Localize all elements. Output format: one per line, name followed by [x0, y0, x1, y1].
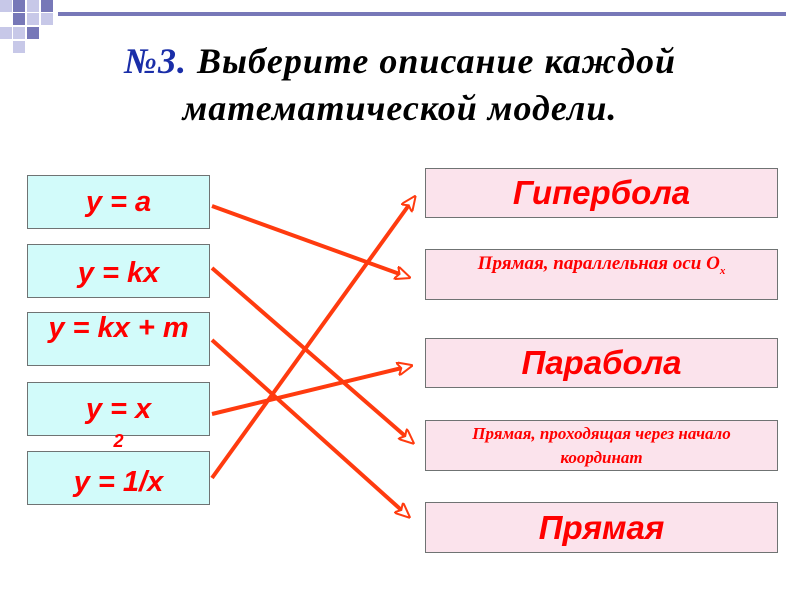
- description-label: Прямая, проходящая через начало координа…: [472, 424, 731, 467]
- task-number: №3.: [124, 41, 187, 81]
- description-box-4[interactable]: Прямая, проходящая через начало координа…: [425, 420, 778, 471]
- decor-square: [0, 27, 12, 39]
- arrow-model-5: [210, 198, 414, 480]
- decor-square: [13, 27, 25, 39]
- model-formula: y = 1/x: [73, 466, 164, 498]
- axis-subscript: x: [719, 264, 726, 277]
- decor-square: [41, 0, 53, 12]
- model-box-1[interactable]: y = a: [27, 175, 210, 229]
- arrow-model-4: [211, 366, 410, 416]
- model-formula: y = kx: [77, 257, 160, 289]
- decor-line: [58, 12, 786, 16]
- model-formula: y = kx + m: [48, 312, 189, 344]
- decor-square: [13, 13, 25, 25]
- decor-square: [27, 13, 39, 25]
- arrow-model-3: [210, 338, 408, 516]
- decor-square: [27, 0, 39, 12]
- description-box-2[interactable]: Прямая, параллельная оси Оx: [425, 249, 778, 300]
- model-formula: y = a: [85, 186, 152, 218]
- model-formula-base: y = x: [85, 393, 152, 425]
- description-label: Прямая, параллельная оси О: [477, 253, 720, 274]
- model-formula-exponent: 2: [113, 431, 124, 451]
- decor-square: [13, 41, 25, 53]
- title-line-1: Выберите описание каждой: [196, 41, 676, 81]
- description-box-3[interactable]: Парабола: [425, 338, 778, 388]
- model-formula: y = x 2: [28, 393, 209, 465]
- description-box-1[interactable]: Гипербола: [425, 168, 778, 218]
- model-box-4[interactable]: y = x 2: [27, 382, 210, 451]
- decor-square: [27, 27, 39, 39]
- description-label: Гипербола: [512, 174, 691, 211]
- description-label: Прямая: [538, 509, 665, 546]
- title-line-2: математической модели.: [182, 88, 618, 128]
- description-label: Парабола: [521, 344, 682, 381]
- description-box-5[interactable]: Прямая: [425, 502, 778, 553]
- page-title: №3. Выберите описание каждой математичес…: [0, 38, 800, 132]
- decor-square: [13, 0, 25, 12]
- arrow-model-2: [210, 266, 412, 442]
- decor-square: [0, 0, 12, 12]
- model-box-5[interactable]: y = 1/x: [27, 451, 210, 505]
- decor-square: [41, 13, 53, 25]
- model-box-3[interactable]: y = kx + m: [27, 312, 210, 366]
- model-box-2[interactable]: y = kx: [27, 244, 210, 298]
- arrow-model-1: [211, 204, 408, 277]
